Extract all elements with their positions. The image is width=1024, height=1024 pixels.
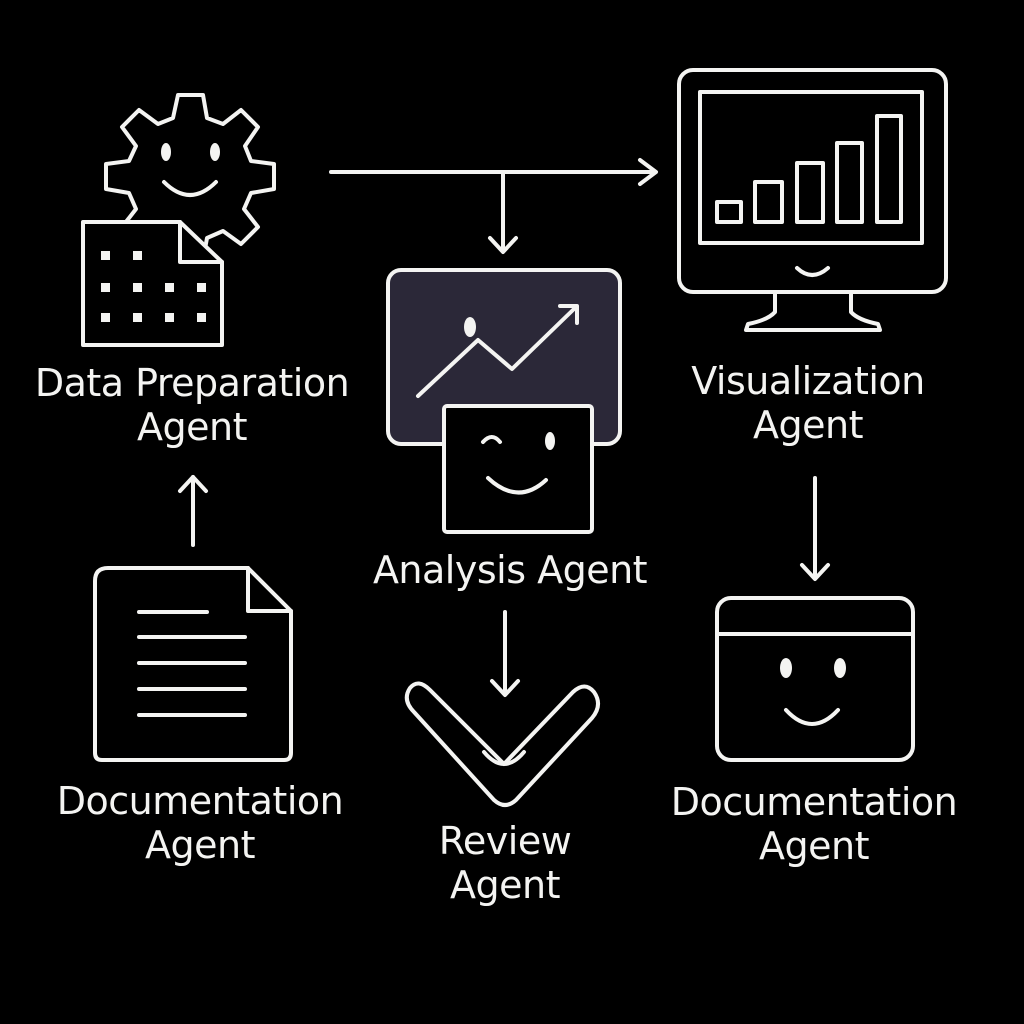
arrow-analysis-to-review bbox=[490, 610, 520, 697]
visualization-label-line1: Visualization bbox=[691, 359, 925, 403]
documentation-right-label-line2: Agent bbox=[759, 824, 869, 868]
documentation-left-label-line2: Agent bbox=[145, 823, 255, 867]
monitor-bar-chart-icon bbox=[677, 68, 948, 332]
gear-with-document-icon bbox=[81, 93, 276, 347]
chart-trend-with-face-icon bbox=[386, 268, 622, 534]
documentation-agent-left-label: Documentation Agent bbox=[30, 779, 370, 867]
analysis-agent-label: Analysis Agent bbox=[350, 548, 670, 592]
arrow-data-prep-to-visualization bbox=[329, 158, 658, 186]
face-box-icon bbox=[442, 404, 594, 534]
review-label-line2: Agent bbox=[450, 863, 560, 907]
review-agent-label: Review Agent bbox=[400, 819, 610, 907]
document-lines-icon bbox=[93, 566, 293, 762]
checkmark-face-icon bbox=[404, 681, 600, 807]
arrow-data-prep-to-analysis bbox=[488, 170, 518, 254]
spreadsheet-document-icon bbox=[81, 220, 224, 347]
visualization-agent-label: Visualization Agent bbox=[668, 359, 948, 447]
arrow-visualization-to-doc bbox=[800, 476, 830, 581]
documentation-agent-right-label: Documentation Agent bbox=[644, 780, 984, 868]
documentation-left-label-line1: Documentation bbox=[56, 779, 344, 823]
arrow-doc-to-data-prep bbox=[178, 475, 208, 547]
data-preparation-label-line1: Data Preparation bbox=[34, 361, 350, 405]
data-preparation-agent-label: Data Preparation Agent bbox=[22, 361, 362, 449]
documentation-right-label-line1: Documentation bbox=[670, 780, 958, 824]
review-label-line1: Review bbox=[438, 819, 572, 863]
visualization-label-line2: Agent bbox=[753, 403, 863, 447]
data-preparation-label-line2: Agent bbox=[137, 405, 247, 449]
trend-line-icon bbox=[416, 304, 579, 398]
analysis-label-line1: Analysis Agent bbox=[372, 548, 648, 592]
window-face-icon bbox=[715, 596, 915, 762]
